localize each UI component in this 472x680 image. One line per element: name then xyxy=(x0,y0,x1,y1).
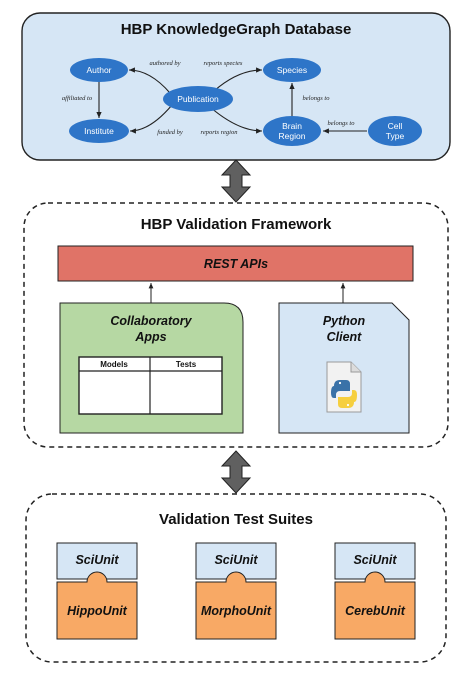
graph-node-author: Author xyxy=(70,58,128,82)
edge-funded-by xyxy=(129,104,173,134)
table-header-models: Models xyxy=(100,360,128,369)
bidirectional-arrow-top xyxy=(220,159,252,203)
test-library-block xyxy=(195,571,277,640)
svg-text:Brain: Brain xyxy=(282,121,302,131)
test-library-label: CerebUnit xyxy=(345,604,406,618)
graph-node-species: Species xyxy=(263,58,321,82)
svg-text:Author: Author xyxy=(86,65,111,75)
validation-framework-title: HBP Validation Framework xyxy=(141,216,332,233)
models-tests-table: Models Tests xyxy=(78,356,223,415)
edge-label-reports-region: reports region xyxy=(201,129,238,136)
test-library-label: MorphoUnit xyxy=(201,604,272,618)
graph-edges xyxy=(96,67,367,134)
test-library-block xyxy=(334,571,416,640)
svg-text:Region: Region xyxy=(279,131,306,141)
python-client-title-line2: Client xyxy=(327,330,363,344)
test-library-block xyxy=(56,571,138,640)
graph-node-cell-type: Cell Type xyxy=(368,116,422,146)
sciunit-label: SciUnit xyxy=(353,553,397,567)
test-library-label: HippoUnit xyxy=(67,604,128,618)
collaboratory-apps-title-line2: Apps xyxy=(134,330,166,344)
knowledge-graph-title: HBP KnowledgeGraph Database xyxy=(121,21,352,38)
edge-reports-species xyxy=(213,67,263,92)
table-header-tests: Tests xyxy=(176,360,197,369)
edge-label-authored-by: authored by xyxy=(150,60,181,67)
edge-authored-by xyxy=(128,67,171,94)
test-suites-title: Validation Test Suites xyxy=(159,511,313,528)
graph-node-publication: Publication xyxy=(163,86,233,112)
api-connectors xyxy=(148,283,346,303)
svg-text:Cell: Cell xyxy=(388,121,403,131)
edge-label-belongs-to-species: belongs to xyxy=(303,95,331,102)
edge-label-belongs-to-region: belongs to xyxy=(328,120,356,127)
bidirectional-arrow-bottom xyxy=(220,450,252,494)
graph-node-institute: Institute xyxy=(69,119,129,143)
rest-apis-label: REST APIs xyxy=(204,257,268,271)
python-client-title-line1: Python xyxy=(323,314,366,328)
rest-apis-bar xyxy=(57,245,414,282)
edge-label-funded-by: funded by xyxy=(157,129,183,136)
edge-label-reports-species: reports species xyxy=(204,60,243,67)
graph-node-brain-region: Brain Region xyxy=(263,116,321,146)
python-file-icon xyxy=(326,361,362,413)
svg-text:Institute: Institute xyxy=(84,126,114,136)
svg-text:Type: Type xyxy=(386,131,405,141)
sciunit-label: SciUnit xyxy=(214,553,258,567)
edge-reports-region xyxy=(209,106,263,134)
sciunit-label: SciUnit xyxy=(75,553,119,567)
collaboratory-apps-title-line1: Collaboratory xyxy=(110,314,192,328)
svg-text:Publication: Publication xyxy=(177,94,219,104)
svg-text:Species: Species xyxy=(277,65,307,75)
edge-label-affiliated-to: affiliated to xyxy=(62,95,93,102)
test-suites-group: SciUnitHippoUnitSciUnitMorphoUnitSciUnit… xyxy=(56,542,416,640)
